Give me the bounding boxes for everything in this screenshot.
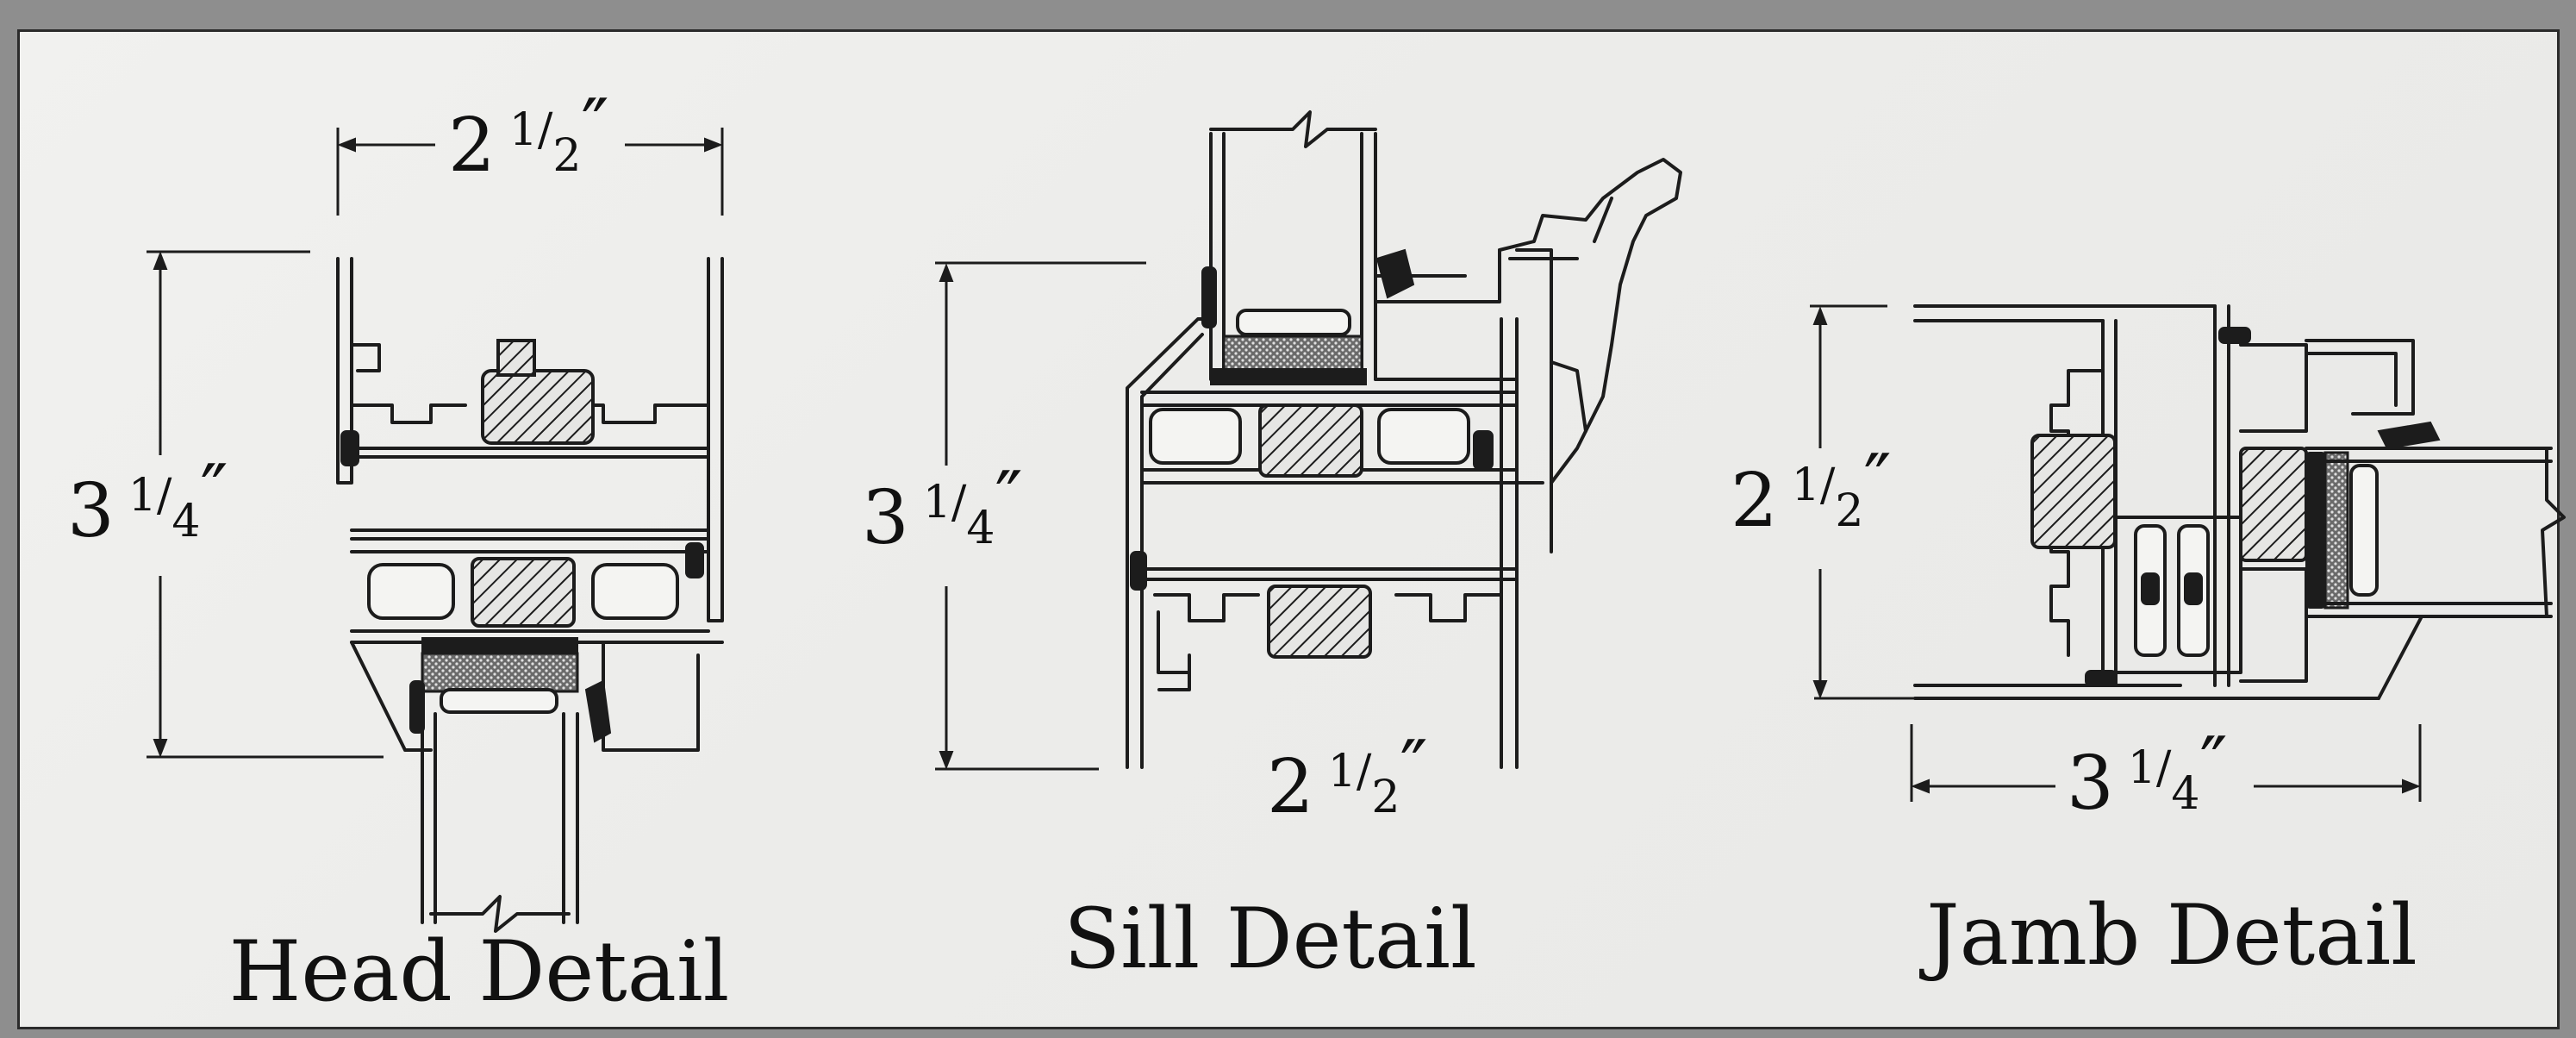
jamb-height-slash: / xyxy=(1820,460,1836,511)
head-height-num: 1 xyxy=(128,470,157,522)
head-caption: Head Detail xyxy=(229,923,730,1020)
jamb-height-den: 2 xyxy=(1835,485,1863,537)
sill-height-inch: ″ xyxy=(995,456,1022,542)
jamb-width-den: 4 xyxy=(2171,768,2199,820)
head-width-num: 1 xyxy=(509,104,538,156)
jamb-width-whole: 3 xyxy=(2067,741,2114,827)
jamb-width-slash: / xyxy=(2156,742,2172,794)
head-height-den: 4 xyxy=(172,496,200,547)
sill-thermal-break-top xyxy=(1258,403,1363,478)
head-height-whole: 3 xyxy=(67,468,115,554)
head-height-slash: / xyxy=(157,470,172,522)
sill-width-whole: 2 xyxy=(1267,744,1314,830)
head-width-den: 2 xyxy=(552,130,581,182)
head-width-inch: ″ xyxy=(581,84,608,170)
jamb-thermal-break-right xyxy=(2239,447,2308,562)
head-frame-profile xyxy=(336,257,724,933)
jamb-height-num: 1 xyxy=(1792,460,1820,511)
jamb-width-inch: ″ xyxy=(2199,722,2227,808)
sill-caption: Sill Detail xyxy=(1063,891,1476,987)
jamb-width-num: 1 xyxy=(2128,742,2156,794)
sill-frame-profile xyxy=(1126,110,1682,769)
jamb-height-inch: ″ xyxy=(1863,439,1891,525)
head-thermal-break-top xyxy=(481,369,595,445)
head-thermal-break-bottom xyxy=(471,557,576,628)
jamb-thermal-break-left xyxy=(2030,434,2117,549)
sill-height-num: 1 xyxy=(923,477,951,528)
jamb-frame-profile xyxy=(1913,304,2566,700)
sill-thermal-break-bottom xyxy=(1267,585,1372,659)
head-width-whole: 2 xyxy=(448,103,496,189)
sill-width-den: 2 xyxy=(1371,772,1400,823)
head-width-slash: / xyxy=(538,104,553,156)
sill-height-whole: 3 xyxy=(862,475,909,561)
jamb-caption: Jamb Detail xyxy=(1918,887,2417,984)
sill-height-slash: / xyxy=(951,477,967,528)
sill-height-den: 4 xyxy=(966,503,995,554)
sill-width-inch: ″ xyxy=(1400,725,1427,811)
jamb-height-whole: 2 xyxy=(1731,458,1778,544)
head-height-inch: ″ xyxy=(200,449,228,535)
sill-width-slash: / xyxy=(1357,746,1372,797)
sill-width-num: 1 xyxy=(1328,746,1357,797)
